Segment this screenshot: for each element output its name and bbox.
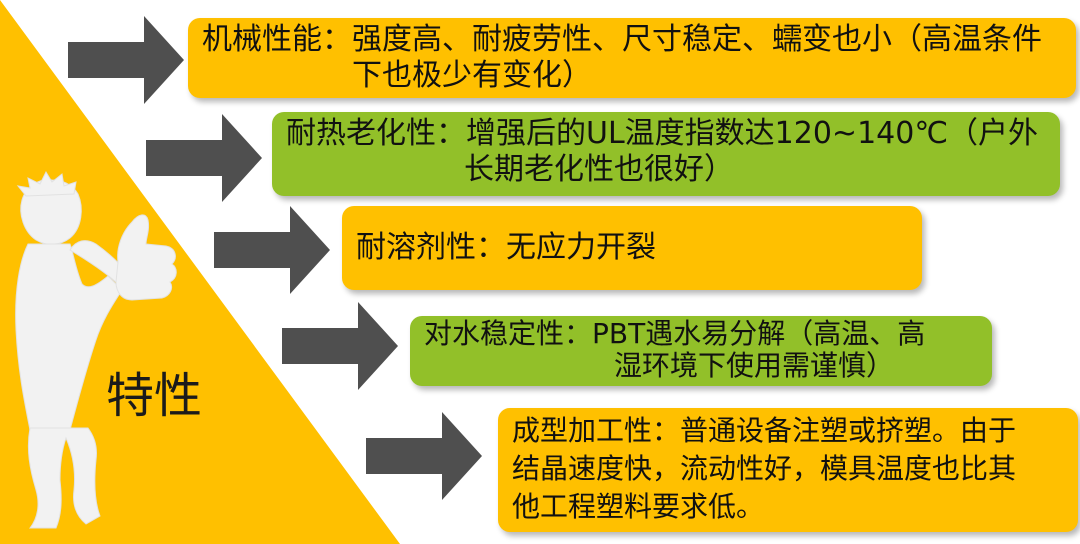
property-text-line: 他工程塑料要求低。 bbox=[512, 490, 765, 523]
property-box-water-stability: 对水稳定性：PBT遇水易分解（高温、高 湿环境下使用需谨慎） bbox=[410, 316, 992, 386]
thumbs-up-person-silhouette-icon bbox=[15, 170, 177, 529]
property-text-line: 耐溶剂性：无应力开裂 bbox=[356, 230, 656, 265]
property-text-line: 下也极少有变化） bbox=[352, 58, 592, 93]
center-title: 特性 bbox=[106, 368, 203, 424]
property-text-line: 机械性能：强度高、耐疲劳性、尺寸稳定、蠕变也小（高温条件 bbox=[202, 22, 1042, 57]
right-arrow-icon bbox=[68, 16, 184, 104]
property-text-line: 结晶速度快，流动性好，模具温度也比其 bbox=[512, 452, 1017, 485]
property-text-line: 长期老化性也很好） bbox=[464, 152, 734, 187]
property-text-line: 湿环境下使用需谨慎） bbox=[614, 349, 895, 382]
property-box-solvent: 耐溶剂性：无应力开裂 bbox=[342, 206, 922, 290]
right-arrow-icon bbox=[282, 302, 398, 390]
property-text-line: 耐热老化性：增强后的UL温度指数达120~140℃（户外 bbox=[286, 116, 1039, 151]
right-arrow-icon bbox=[366, 412, 482, 500]
property-text-line: 成型加工性：普通设备注塑或挤塑。由于 bbox=[512, 414, 1017, 447]
property-box-heat-aging: 耐热老化性：增强后的UL温度指数达120~140℃（户外 长期老化性也很好） bbox=[272, 112, 1060, 196]
property-box-processing: 成型加工性：普通设备注塑或挤塑。由于 结晶速度快，流动性好，模具温度也比其 他工… bbox=[498, 408, 1078, 532]
right-arrow-icon bbox=[146, 114, 262, 202]
property-box-mechanical: 机械性能：强度高、耐疲劳性、尺寸稳定、蠕变也小（高温条件 下也极少有变化） bbox=[188, 18, 1076, 98]
background-triangle bbox=[0, 0, 400, 544]
arrow-group bbox=[68, 16, 482, 500]
property-text-line: 对水稳定性：PBT遇水易分解（高温、高 bbox=[424, 317, 926, 350]
right-arrow-icon bbox=[214, 206, 330, 294]
